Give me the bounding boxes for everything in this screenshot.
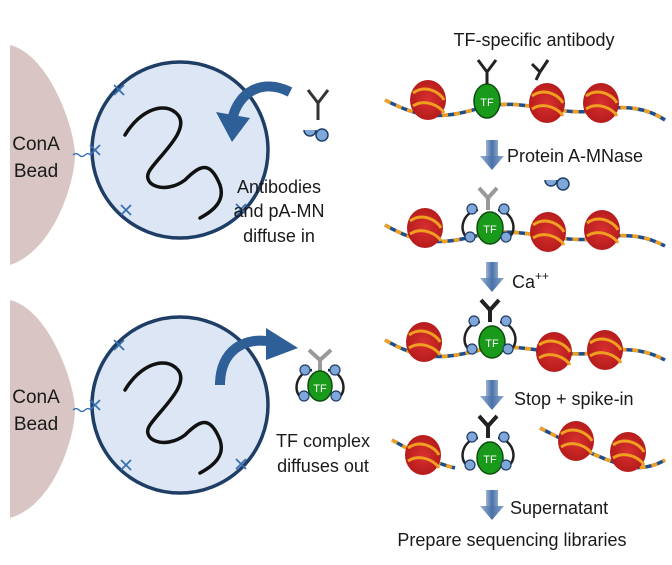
arrow-in-top-head: [216, 112, 250, 142]
arrow-out-bottom: [215, 335, 274, 386]
bead-label-top-2: Bead: [14, 161, 58, 182]
arrow-in-top: [227, 81, 293, 122]
nucleosome-r2-2: [530, 212, 566, 252]
membrane-pores-bottom: [89, 339, 247, 471]
step-arrow-2: [480, 262, 504, 292]
nucleosome-r4-2: [558, 421, 594, 461]
nucleosome-r3-1: [406, 322, 442, 362]
diffuse-in-line-1: Antibodies: [237, 177, 321, 197]
free-pa-top: [303, 128, 329, 142]
diffuse-out-line-1: TF complex: [276, 431, 370, 451]
cell-top: [90, 60, 270, 240]
membrane-pores-top: [89, 84, 247, 216]
nucleosome-r2-3: [584, 210, 620, 250]
protein-a-label: Protein A-MNase: [507, 146, 643, 166]
bead-label-bottom-1: ConA: [12, 387, 60, 408]
tether-bottom: [72, 407, 92, 413]
calcium-text: Ca: [512, 272, 536, 292]
free-antibody-top: [306, 89, 330, 120]
top-bead-group: ConA Bead: [10, 45, 92, 265]
nucleosome-r3-3: [587, 330, 623, 370]
tf-r4-label: TF: [483, 454, 497, 466]
free-pa-r1: [544, 177, 570, 191]
free-antibody-r1: [530, 59, 550, 81]
tether-top: [72, 152, 92, 158]
step-arrow-1: [480, 140, 504, 170]
tf-complex-r4: TF: [461, 414, 515, 475]
top-cell: [89, 60, 293, 240]
tf-r1: TF: [473, 59, 501, 119]
step-arrow-3: [480, 380, 504, 410]
nucleosome-r2-1: [407, 208, 443, 248]
released-tf-complex: TF: [295, 348, 345, 402]
tf-r1-label: TF: [480, 97, 494, 109]
supernatant-label: Supernatant: [510, 498, 608, 518]
conA-bead-top: [10, 45, 75, 265]
chromatin-row-2: TF: [384, 186, 666, 252]
chromatin-row-3: TF: [384, 298, 666, 372]
nucleosome-r3-2: [536, 332, 572, 372]
stop-label: Stop + spike-in: [514, 389, 634, 409]
chromatin-row-1: TF: [384, 59, 666, 123]
bead-label-bottom-2: Bead: [14, 414, 58, 435]
tf-r2-label: TF: [483, 224, 497, 236]
diffuse-in-line-2: and pA-MN: [233, 201, 324, 221]
bottom-bead-group: ConA Bead: [10, 300, 92, 518]
tf-complex-r2: TF: [461, 186, 515, 245]
nucleosome-r1-3: [583, 83, 619, 123]
chromatin-bottom: [123, 361, 223, 475]
tf-antibody-label: TF-specific antibody: [453, 30, 614, 50]
tf-r3-label: TF: [485, 338, 499, 350]
calcium-label: Ca++: [512, 269, 549, 292]
nucleosome-r4-3: [610, 432, 646, 472]
chromatin-top: [123, 106, 223, 220]
conA-bead-bottom: [10, 300, 75, 518]
diffuse-out-line-2: diffuses out: [277, 456, 369, 476]
released-tf-label: TF: [313, 383, 327, 395]
nucleosome-r1-1: [410, 80, 446, 120]
prepare-label: Prepare sequencing libraries: [397, 530, 626, 550]
arrow-out-bottom-head: [266, 328, 298, 360]
chromatin-row-4: TF: [391, 414, 666, 475]
calcium-sup: ++: [535, 269, 549, 283]
bead-label-top-1: ConA: [12, 134, 60, 155]
tf-complex-r3: TF: [463, 298, 517, 359]
nucleosome-r1-2: [529, 83, 565, 123]
nucleosome-r4-1: [405, 435, 441, 475]
step-arrow-4: [480, 490, 504, 520]
diffuse-in-line-3: diffuse in: [243, 226, 315, 246]
bottom-cell: [89, 315, 298, 495]
